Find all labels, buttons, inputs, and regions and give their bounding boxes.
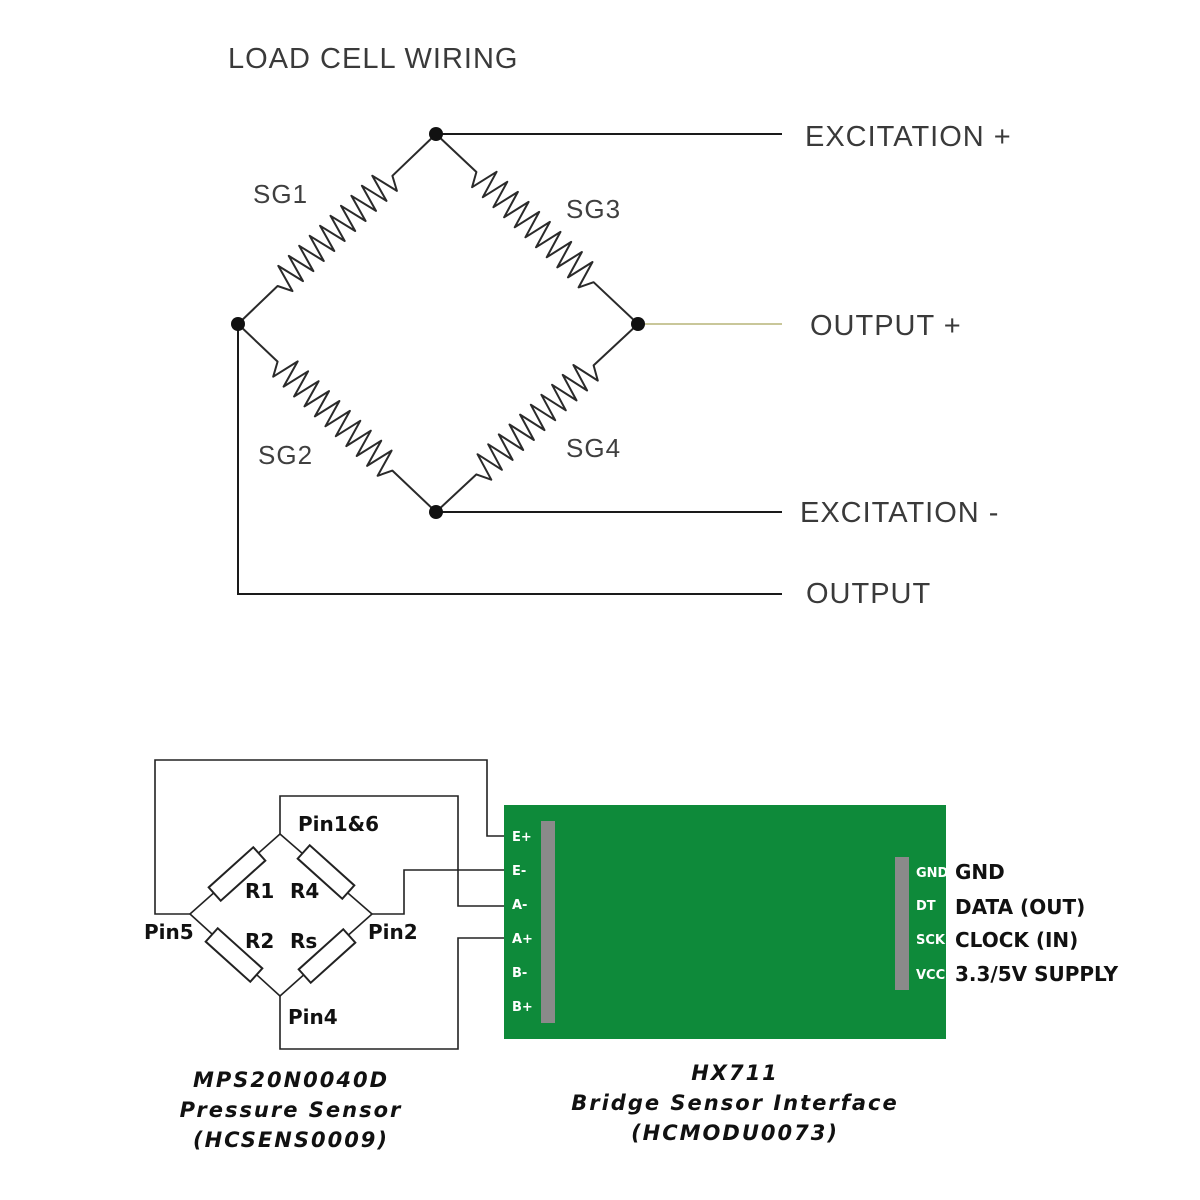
hx711-right-header bbox=[895, 857, 909, 990]
resistor-label-r2: R2 bbox=[245, 929, 274, 953]
hx711-caption-model: HX711 bbox=[691, 1061, 779, 1085]
diagram-title: LOAD CELL WIRING bbox=[228, 43, 518, 75]
hx711-caption-type: Bridge Sensor Interface bbox=[571, 1091, 899, 1115]
sensor-caption-model: MPS20N0040D bbox=[193, 1068, 389, 1092]
sensor-caption: MPS20N0040D Pressure Sensor (HCSENS0009) bbox=[180, 1068, 403, 1152]
pin-label-left: Pin5 bbox=[144, 920, 194, 944]
hx711-left-header bbox=[541, 821, 555, 1023]
hx-pin-vcc: VCC bbox=[916, 968, 945, 983]
resistor-label-r1: R1 bbox=[245, 879, 274, 903]
hx711-signal-labels: GND DATA (OUT) CLOCK (IN) 3.3/5V SUPPLY bbox=[955, 860, 1119, 986]
label-excitation-plus: EXCITATION + bbox=[805, 121, 1012, 153]
node-bottom bbox=[429, 505, 443, 519]
node-right bbox=[631, 317, 645, 331]
hx-pin-sck: SCK bbox=[916, 933, 946, 948]
gauge-label-sg3: SG3 bbox=[566, 194, 621, 224]
hx-pin-a-plus: A+ bbox=[512, 932, 533, 947]
label-excitation-minus: EXCITATION - bbox=[800, 497, 999, 529]
hx711-left-pin-labels: E+ E- A- A+ B- B+ bbox=[512, 830, 533, 1015]
resistor-label-rs: Rs bbox=[290, 929, 317, 953]
hx711-board bbox=[504, 805, 946, 1039]
node-left bbox=[231, 317, 245, 331]
hx711-caption: HX711 Bridge Sensor Interface (HCMODU007… bbox=[571, 1061, 899, 1145]
signal-label-gnd: GND bbox=[955, 860, 1005, 884]
resistor-label-r4: R4 bbox=[290, 879, 319, 903]
label-output: OUTPUT bbox=[806, 578, 931, 610]
resistor-rs bbox=[297, 927, 357, 985]
strain-gauge-sg2 bbox=[237, 323, 437, 513]
sensor-to-hx711-wires bbox=[154, 759, 512, 1050]
sensor-caption-code: (HCSENS0009) bbox=[193, 1128, 389, 1152]
hx-pin-a-minus: A- bbox=[512, 898, 527, 913]
hx-pin-gnd: GND bbox=[916, 866, 949, 881]
bridge-wires bbox=[189, 833, 373, 997]
hx-pin-e-minus: E- bbox=[512, 864, 526, 879]
strain-gauge-sg3 bbox=[435, 133, 639, 325]
node-top bbox=[429, 127, 443, 141]
pin-label-top: Pin1&6 bbox=[298, 812, 379, 836]
signal-label-data: DATA (OUT) bbox=[955, 895, 1085, 919]
hx711-wiring: Pin1&6 Pin5 Pin2 Pin4 R1 R4 R2 Rs E+ E- … bbox=[144, 759, 1119, 1152]
load-cell-diagram: LOAD CELL WIRING SG1 SG3 SG2 SG4 EXCITAT… bbox=[228, 43, 1012, 610]
hx711-caption-code: (HCMODU0073) bbox=[631, 1121, 839, 1145]
hx-pin-dt: DT bbox=[916, 899, 936, 914]
output-minus-wire bbox=[237, 324, 782, 595]
signal-label-supply: 3.3/5V SUPPLY bbox=[955, 962, 1119, 986]
pin-label-right: Pin2 bbox=[368, 920, 418, 944]
signal-label-clock: CLOCK (IN) bbox=[955, 928, 1078, 952]
label-output-plus: OUTPUT + bbox=[810, 310, 962, 342]
gauge-label-sg2: SG2 bbox=[258, 440, 313, 470]
hx-pin-e-plus: E+ bbox=[512, 830, 532, 845]
resistor-r2 bbox=[204, 926, 264, 984]
strain-gauge-sg4 bbox=[435, 323, 639, 513]
hx-pin-b-minus: B- bbox=[512, 966, 527, 981]
resistor-r1 bbox=[207, 845, 267, 903]
pin-label-bottom: Pin4 bbox=[288, 1005, 338, 1029]
gauge-label-sg1: SG1 bbox=[253, 179, 308, 209]
gauge-label-sg4: SG4 bbox=[566, 433, 621, 463]
sensor-caption-type: Pressure Sensor bbox=[180, 1098, 403, 1122]
strain-gauge-sg1 bbox=[237, 133, 437, 325]
strain-gauges bbox=[237, 133, 639, 513]
hx-pin-b-plus: B+ bbox=[512, 1000, 533, 1015]
resistor-r4 bbox=[296, 843, 356, 901]
hx711-right-pin-labels: GND DT SCK VCC bbox=[916, 866, 949, 983]
